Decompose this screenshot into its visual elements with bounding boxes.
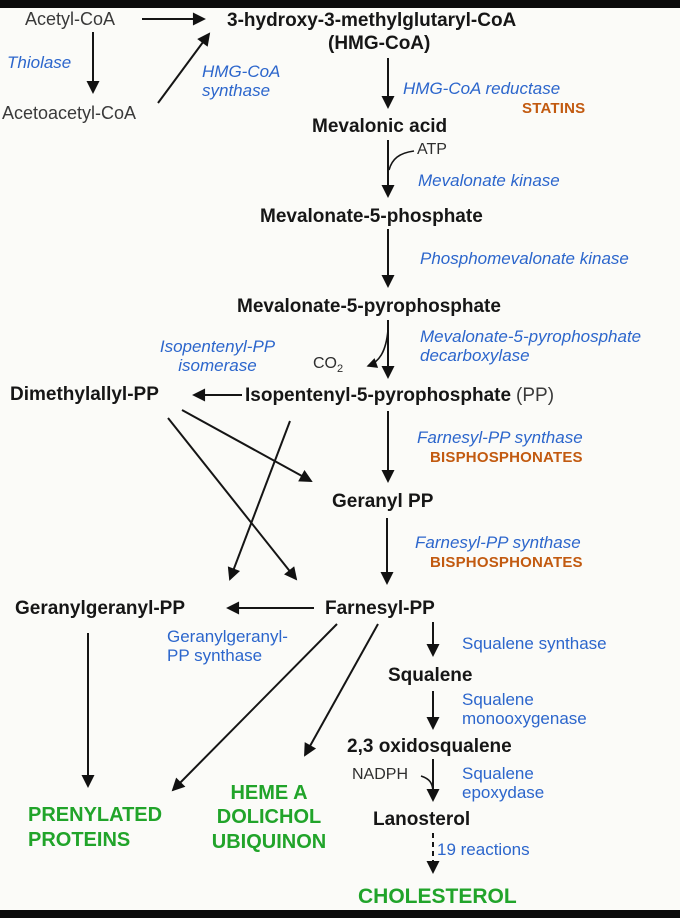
enzyme-mev5pp-decarboxylase-line2: decarboxylase	[420, 346, 530, 366]
enzyme-geranylgeranyl-pp-synthase: Geranylgeranyl- PP synthase	[167, 627, 288, 665]
product-heme-dolichol-ubiquinon: HEME A DOLICHOL UBIQUINON	[200, 781, 338, 854]
arrow-dmapp-to-farnesylpp	[167, 417, 298, 581]
enzyme-mevalonate-kinase: Mevalonate kinase	[418, 171, 560, 190]
enzyme-squalene-monooxygenase: Squalene monooxygenase	[462, 690, 587, 728]
node-hmg-coa-line1: 3-hydroxy-3-methylglutaryl-CoA	[227, 10, 517, 31]
node-mevalonate-5-pyrophosphate: Mevalonate-5-pyrophosphate	[237, 296, 501, 317]
node-hmg-coa-line2: (HMG-CoA)	[328, 33, 431, 54]
drug-bisphosphonates-2: BISPHOSPHONATES	[430, 554, 583, 571]
product-cholesterol: CHOLESTEROL	[358, 885, 517, 908]
drug-bisphosphonates-1: BISPHOSPHONATES	[430, 449, 583, 466]
label-19-reactions: 19 reactions	[437, 840, 530, 859]
arrow-acetoacetylcoa-to-hmgcoa	[157, 32, 211, 104]
arrow-co2-release	[366, 329, 389, 368]
enzyme-farnesyl-pp-synthase-2: Farnesyl-PP synthase	[415, 533, 581, 552]
enzyme-hmg-coa-synthase-line2: synthase	[202, 81, 271, 101]
prenylated-line1: PRENYLATED	[28, 804, 163, 826]
product-prenylated-proteins: PRENYLATED PROTEINS	[28, 803, 162, 853]
top-black-bar	[0, 0, 680, 8]
enzyme-ggpp-synthase-line1: Geranylgeranyl-	[167, 627, 288, 646]
node-mevalonate-5-phosphate: Mevalonate-5-phosphate	[260, 206, 483, 227]
co2-base: CO	[313, 355, 337, 372]
enzyme-isomerase-line1: Isopentenyl-PP	[159, 337, 276, 356]
node-farnesyl-pp: Farnesyl-PP	[325, 598, 435, 619]
node-squalene: Squalene	[388, 665, 473, 686]
enzyme-isomerase-line2: isomerase	[178, 356, 257, 376]
heme-line3: UBIQUINON	[211, 830, 327, 853]
enzyme-hmg-coa-synthase-line1: HMG-CoA	[202, 62, 281, 81]
node-acetyl-coa: Acetyl-CoA	[25, 9, 116, 29]
enzyme-mev5pp-decarboxylase: Mevalonate-5-pyrophosphate decarboxylase	[420, 327, 641, 365]
enzyme-phosphomevalonate-kinase: Phosphomevalonate kinase	[420, 249, 629, 268]
connector-atp	[388, 150, 415, 171]
node-geranyl-pp: Geranyl PP	[332, 491, 434, 512]
cofactor-nadph: NADPH	[352, 766, 409, 783]
enzyme-epoxydase-line1: Squalene	[462, 764, 534, 783]
node-isopentenyl-main: Isopentenyl-5-pyrophosphate	[245, 385, 512, 406]
enzyme-farnesyl-pp-synthase-1: Farnesyl-PP synthase	[417, 428, 583, 447]
drug-statins: STATINS	[522, 100, 586, 117]
arrow-ipp-to-geranylgeranylpp	[227, 420, 291, 581]
enzyme-monooxygenase-line2: monooxygenase	[462, 709, 587, 729]
cofactor-co2: CO2	[313, 355, 343, 375]
enzyme-isopentenyl-pp-isomerase: Isopentenyl-PP isomerase	[150, 337, 285, 375]
enzyme-thiolase: Thiolase	[7, 53, 72, 72]
enzyme-epoxydase-line2: epoxydase	[462, 783, 545, 803]
enzyme-ggpp-synthase-line2: PP synthase	[167, 646, 263, 666]
enzyme-monooxygenase-line1: Squalene	[462, 690, 534, 709]
node-isopentenyl-5-pyrophosphate: Isopentenyl-5-pyrophosphate(PP)	[245, 385, 554, 406]
node-dimethylallyl-pp: Dimethylallyl-PP	[10, 384, 159, 405]
heme-line1: HEME A	[230, 782, 308, 804]
arrow-farnesylpp-to-heme	[304, 623, 379, 757]
co2-subscript: 2	[337, 363, 344, 375]
cofactor-atp: ATP	[417, 141, 447, 158]
enzyme-squalene-epoxydase: Squalene epoxydase	[462, 764, 544, 802]
connector-nadph	[420, 775, 434, 791]
arrow-dmapp-to-geranylpp	[181, 409, 313, 482]
enzyme-squalene-synthase: Squalene synthase	[462, 634, 607, 653]
node-acetoacetyl-coa: Acetoacetyl-CoA	[2, 103, 137, 123]
arrow-farnesylpp-to-prenylated	[171, 623, 338, 792]
enzyme-hmg-coa-reductase: HMG-CoA reductase	[403, 79, 561, 98]
node-geranylgeranyl-pp: Geranylgeranyl-PP	[15, 598, 186, 619]
node-isopentenyl-pp-suffix: (PP)	[516, 385, 555, 406]
node-oxidosqualene: 2,3 oxidosqualene	[347, 736, 512, 757]
prenylated-line2: PROTEINS	[28, 829, 131, 851]
bottom-black-bar	[0, 910, 680, 918]
enzyme-hmg-coa-synthase: HMG-CoA synthase	[202, 62, 280, 100]
heme-line2: DOLICHOL	[216, 806, 322, 829]
enzyme-mev5pp-decarboxylase-line1: Mevalonate-5-pyrophosphate	[420, 327, 642, 346]
node-lanosterol: Lanosterol	[373, 809, 471, 830]
node-mevalonic-acid: Mevalonic acid	[312, 116, 448, 137]
